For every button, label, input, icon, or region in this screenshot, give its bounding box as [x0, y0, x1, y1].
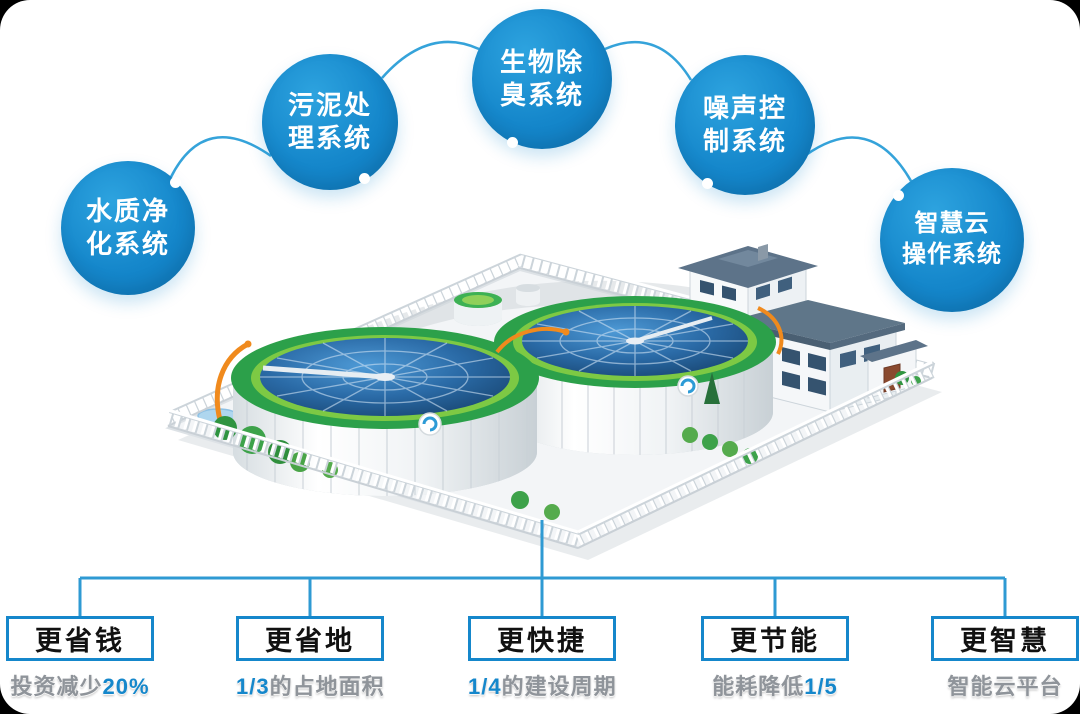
benefit-connector-lines — [78, 520, 1007, 616]
benefit-card-speed: 更快捷 1/4的建设周期 — [468, 616, 616, 701]
benefit-detail-prefix: 智能云平台 — [947, 674, 1063, 699]
benefit-detail-highlight: 1/3 — [236, 674, 270, 699]
benefit-detail-highlight: 20% — [102, 674, 150, 699]
system-bubble-label-line1: 智慧云 — [914, 210, 990, 238]
pipes — [214, 306, 784, 421]
benefit-detail: 1/4的建设周期 — [468, 669, 616, 701]
benefit-detail-suffix: 的占地面积 — [269, 674, 385, 699]
system-bubble-label-line2: 理系统 — [287, 123, 372, 153]
benefit-title-box: 更省地 — [236, 616, 384, 661]
plant-illustration — [165, 244, 942, 560]
benefit-detail: 投资减少20% — [6, 669, 154, 701]
tank-right — [494, 296, 776, 455]
connector-dot — [893, 190, 904, 201]
system-bubble-smart-cloud: 智慧云 操作系统 — [880, 168, 1024, 312]
system-bubble-label-line1: 污泥处 — [287, 89, 372, 120]
benefit-title: 更省地 — [265, 626, 355, 656]
system-bubble-label-line2: 制系统 — [702, 126, 787, 156]
benefit-card-energy: 更节能 能耗降低1/5 — [701, 616, 849, 701]
tank-left — [231, 327, 539, 496]
benefit-title: 更快捷 — [497, 626, 587, 656]
benefit-title-box: 更省钱 — [6, 616, 154, 661]
system-bubble-label-line1: 水质净 — [85, 195, 170, 226]
system-bubble-label-line1: 生物除 — [499, 46, 584, 77]
connector-dot — [702, 178, 713, 189]
system-bubble-label-line2: 化系统 — [85, 229, 170, 259]
system-bubble-noise-control: 噪声控 制系统 — [675, 55, 815, 195]
benefit-title-box: 更快捷 — [468, 616, 616, 661]
benefit-card-cost: 更省钱 投资减少20% — [6, 616, 154, 701]
system-bubble-bio-deodorization: 生物除 臭系统 — [472, 9, 612, 149]
benefit-detail-highlight: 1/5 — [804, 674, 838, 699]
benefit-detail: 智能云平台 — [931, 669, 1079, 701]
fence-front — [166, 360, 937, 549]
system-bubble-label-line2: 操作系统 — [902, 241, 1002, 268]
benefit-title: 更智慧 — [960, 626, 1050, 656]
aux-tanks — [454, 284, 540, 326]
benefit-detail-suffix: 的建设周期 — [501, 674, 617, 699]
benefit-title: 更省钱 — [35, 626, 125, 656]
connector-dot — [359, 173, 370, 184]
benefit-detail-prefix: 能耗降低 — [712, 674, 805, 699]
system-bubble-sludge-treatment: 污泥处 理系统 — [262, 54, 398, 190]
benefit-title-box: 更智慧 — [931, 616, 1079, 661]
benefit-card-smart: 更智慧 智能云平台 — [931, 616, 1079, 701]
system-bubble-label-line2: 臭系统 — [499, 80, 584, 110]
benefit-title-box: 更节能 — [701, 616, 849, 661]
benefit-card-land: 更省地 1/3的占地面积 — [236, 616, 384, 701]
tank-logo — [418, 412, 442, 436]
connector-dot — [507, 137, 518, 148]
benefit-detail-highlight: 1/4 — [468, 674, 502, 699]
bubble-connector-arcs — [169, 40, 913, 182]
benefit-detail-prefix: 投资减少 — [10, 674, 103, 699]
connector-dot — [170, 177, 181, 188]
system-bubble-label-line1: 噪声控 — [702, 92, 787, 123]
benefit-title: 更节能 — [730, 626, 820, 656]
benefit-detail: 1/3的占地面积 — [236, 669, 384, 701]
system-bubble-water-purification: 水质净 化系统 — [61, 161, 195, 295]
benefit-detail: 能耗降低1/5 — [701, 669, 849, 701]
